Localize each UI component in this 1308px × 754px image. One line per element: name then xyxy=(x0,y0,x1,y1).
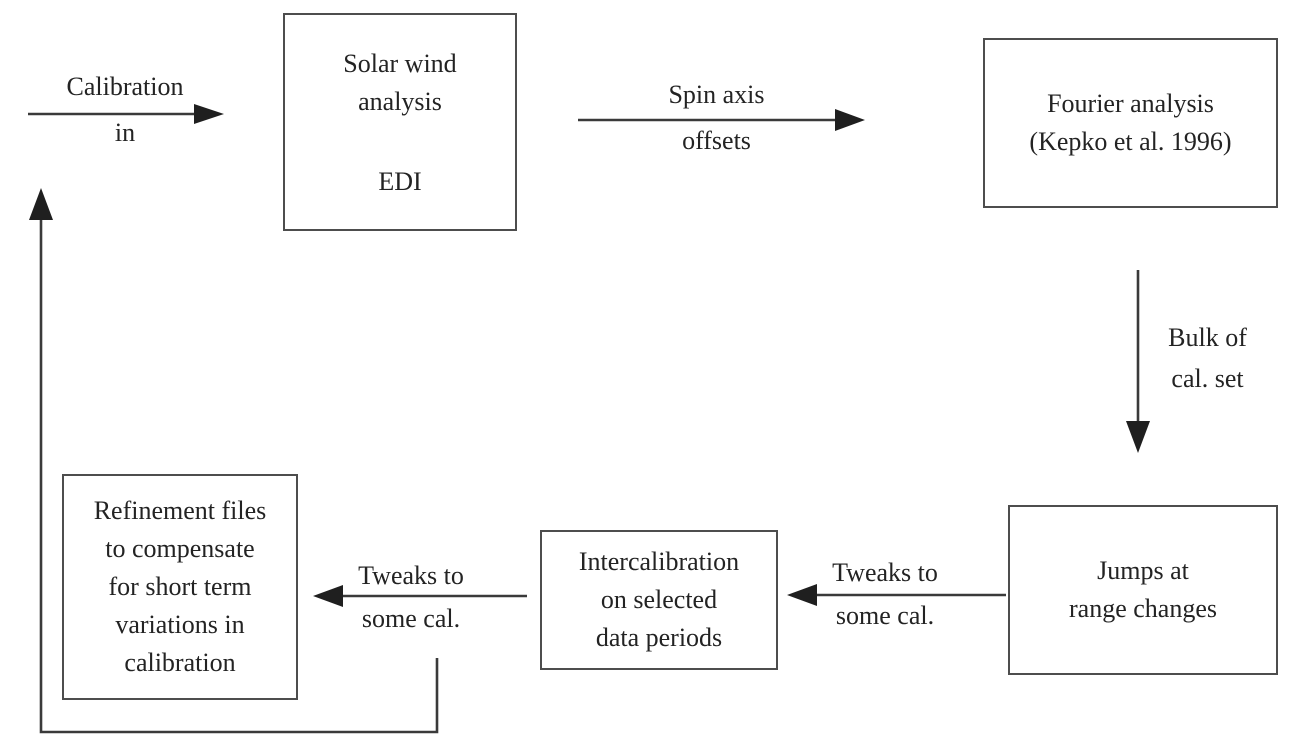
node-text-line: calibration xyxy=(124,648,236,677)
node-text-line: Fourier analysis xyxy=(1047,89,1214,118)
node-text-line: Jumps at xyxy=(1097,556,1189,585)
feedback-path xyxy=(39,216,439,734)
node-text-line: (Kepko et al. 1996) xyxy=(1029,127,1232,156)
arrowhead-left-icon xyxy=(313,585,343,607)
arrowhead-up-icon xyxy=(29,188,53,220)
node-text-line: Refinement files xyxy=(93,496,267,525)
edge-label-tweaks-right: Tweaks to xyxy=(832,558,938,587)
edge-label-bulk-of-cal-set: cal. set xyxy=(1171,364,1244,393)
arrowhead-down-icon xyxy=(1126,421,1150,453)
edge-label-bulk-of-cal-set: Bulk of xyxy=(1168,323,1247,352)
node-solar-wind-analysis: Solar wind analysis EDI xyxy=(283,13,517,231)
node-text-line: range changes xyxy=(1069,594,1217,623)
node-text-line: to compensate xyxy=(105,534,255,563)
node-jumps-at-range-changes: Jumps at range changes xyxy=(1008,505,1278,675)
arrow-calibration-in xyxy=(28,104,224,124)
feedback-loop-line xyxy=(29,188,439,734)
arrow-tweaks-right xyxy=(787,584,1006,606)
node-text-line: Solar wind xyxy=(343,49,457,78)
arrow-spin-axis-offsets xyxy=(578,109,865,131)
node-text-line: on selected xyxy=(600,585,718,614)
node-intercalibration: Intercalibration on selected data period… xyxy=(540,530,778,670)
edge-label-calibration-in: Calibration xyxy=(66,72,184,101)
edge-label-spin-axis-offsets: offsets xyxy=(682,126,751,155)
arrow-tweaks-left xyxy=(313,585,527,607)
edge-label-tweaks-left: some cal. xyxy=(361,604,461,633)
node-text-line: data periods xyxy=(595,623,723,652)
arrowhead-right-icon xyxy=(835,109,865,131)
node-refinement-files: Refinement files to compensate for short… xyxy=(62,474,298,700)
arrowhead-right-icon xyxy=(194,104,224,124)
arrowhead-left-icon xyxy=(787,584,817,606)
node-text-line: variations in xyxy=(115,610,245,639)
node-text-tag: EDI xyxy=(378,167,422,196)
edge-label-tweaks-right: some cal. xyxy=(835,601,935,630)
node-text-line: analysis xyxy=(358,87,442,116)
node-fourier-analysis: Fourier analysis (Kepko et al. 1996) xyxy=(983,38,1278,208)
arrow-bulk-of-cal-set xyxy=(1126,270,1150,453)
edge-label-tweaks-left: Tweaks to xyxy=(358,561,464,590)
edge-label-calibration-in: in xyxy=(114,118,136,147)
node-text-line: for short term xyxy=(108,572,252,601)
edge-label-spin-axis-offsets: Spin axis xyxy=(668,80,765,109)
node-text-line: Intercalibration xyxy=(578,547,740,576)
